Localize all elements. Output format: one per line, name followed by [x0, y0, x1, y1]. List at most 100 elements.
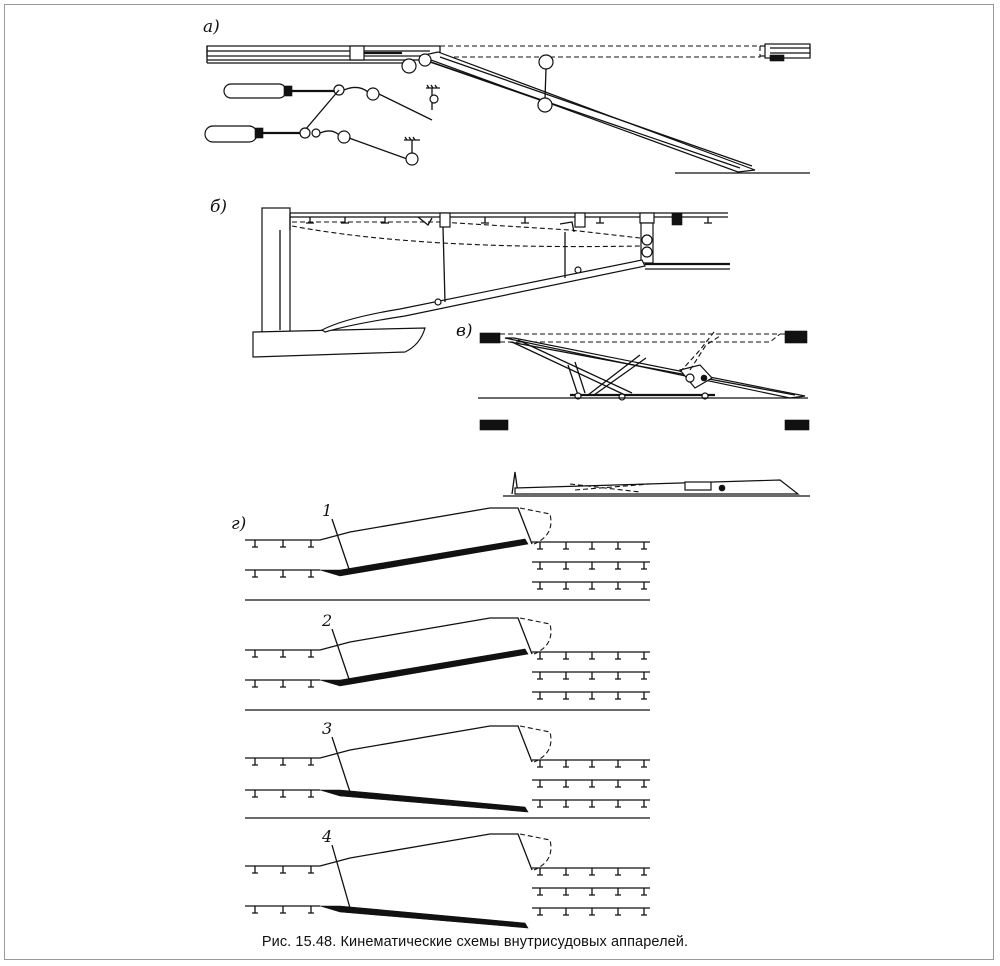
- floor-stub: [784, 419, 810, 431]
- panel-g: г): [231, 514, 246, 534]
- mechanism-dashed: [689, 335, 721, 371]
- stowed-ramp-dashed: [292, 221, 641, 239]
- cylinder-cap-1: [283, 85, 293, 97]
- deck-frames: [252, 680, 314, 688]
- latch: [417, 216, 433, 226]
- pulley: [311, 128, 321, 138]
- fixed-anchor-2: [404, 136, 420, 141]
- ramp-line: [509, 341, 796, 396]
- ramp-upper-contour: [319, 617, 533, 655]
- pulley-hinge: [418, 53, 432, 67]
- ramp-inner-line-2: [439, 56, 753, 167]
- variant-schemes: 1 2 3 4: [245, 501, 650, 929]
- pulley: [405, 152, 419, 166]
- cable: [343, 86, 369, 93]
- deck-frames: [537, 780, 647, 788]
- floor-stub: [479, 419, 509, 431]
- hinge-block: [671, 212, 683, 226]
- lower-hull: [252, 327, 426, 358]
- panel-g-label: г): [231, 514, 246, 534]
- cylinder-cap-2: [254, 127, 264, 139]
- deck-fitting: [574, 212, 586, 228]
- pulley: [299, 127, 311, 139]
- variant-leader: [331, 844, 351, 909]
- deck-frames: [252, 790, 314, 798]
- folded-ramp: [514, 479, 800, 495]
- stowed-dashed-2: [500, 333, 781, 343]
- deck-frames: [537, 888, 647, 896]
- folded-mechanism: [684, 481, 712, 491]
- ramp-tip: [511, 471, 519, 495]
- cable: [319, 130, 340, 136]
- strut: [574, 361, 586, 394]
- deck-frames: [252, 906, 314, 914]
- pulley: [537, 97, 553, 113]
- variant-number: 2: [321, 611, 332, 630]
- strut: [517, 339, 633, 394]
- deck-frames: [252, 866, 314, 874]
- deck-frames: [537, 582, 647, 590]
- deck-frames: [537, 868, 647, 876]
- hoist-cable-2: [429, 61, 541, 101]
- link-rod: [304, 89, 340, 131]
- inclined-ramp: [320, 259, 646, 333]
- roller: [618, 393, 626, 401]
- stowed-ramp-dashed: [440, 45, 761, 58]
- deck-latch: [769, 54, 785, 62]
- hanger-cable: [442, 226, 446, 303]
- bulkhead: [261, 207, 291, 339]
- hinge-block: [639, 212, 655, 224]
- deck-frames: [537, 800, 647, 808]
- deck-frames: [252, 758, 314, 766]
- variant-3: 3: [245, 719, 650, 819]
- latch: [559, 221, 575, 233]
- cable: [348, 137, 411, 161]
- ramp-wedge: [319, 789, 529, 813]
- hydraulic-cylinder-2: [204, 125, 258, 143]
- pulley: [337, 130, 351, 144]
- panel-a: а): [203, 17, 811, 174]
- variant-4: 4: [245, 827, 650, 929]
- strut: [593, 357, 647, 396]
- figure-caption: Рис. 15.48. Кинематические схемы внутрис…: [261, 934, 689, 950]
- hinge-pin: [641, 246, 653, 258]
- drive-pulley: [685, 373, 695, 383]
- deck-frames: [537, 562, 647, 570]
- ramp-wedge: [319, 648, 529, 687]
- ramp-upper-contour: [319, 833, 533, 871]
- hinge-pin: [641, 234, 653, 246]
- hoist-cable: [544, 68, 547, 99]
- pulley: [366, 87, 380, 101]
- variant-leader: [331, 518, 351, 573]
- ramp-wedge: [319, 905, 529, 929]
- strut: [587, 354, 641, 396]
- cable-hook: [574, 266, 582, 274]
- deck-winch: [349, 45, 365, 61]
- strut: [567, 364, 579, 396]
- deck-fitting: [439, 212, 451, 228]
- variant-leader: [331, 628, 351, 683]
- deck-frames: [252, 650, 314, 658]
- variant-number: 4: [321, 827, 332, 846]
- deck-frames: [252, 570, 314, 578]
- ramp-upper-contour: [319, 725, 533, 763]
- drive-pin: [700, 374, 708, 382]
- deck-frames: [306, 217, 712, 224]
- figure-frame: [4, 4, 994, 960]
- hydraulic-cylinder-1: [223, 83, 287, 99]
- folded-pin: [718, 484, 726, 492]
- variant-leader: [331, 736, 351, 793]
- panel-v-label: в): [456, 321, 473, 341]
- fixed-anchor-1: [426, 84, 440, 89]
- deck-frames: [537, 760, 647, 768]
- panel-v: в): [456, 321, 810, 497]
- variant-2: 2: [245, 611, 650, 711]
- ramp-upper-contour: [319, 507, 533, 545]
- stowed-ramp-dashed-2: [291, 225, 641, 248]
- variant-number: 1: [322, 501, 332, 520]
- mechanism-dashed: [679, 331, 715, 373]
- deck-frames: [537, 542, 647, 550]
- panel-b: б): [210, 197, 730, 358]
- cable: [378, 93, 433, 121]
